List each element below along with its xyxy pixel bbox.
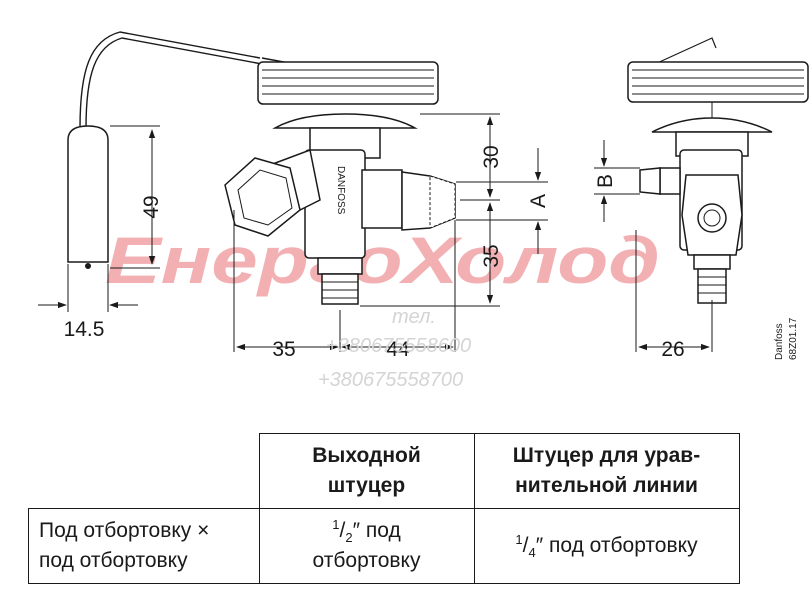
table-header-equalizer: Штуцер для урав-нительной линии	[473, 433, 740, 509]
dim-side-width-label: 26	[661, 338, 684, 361]
watermark-phone-1: +380675558600	[326, 335, 471, 357]
dim-bottom-height-label: 35	[480, 244, 503, 267]
dim-bulb-length-label: 49	[140, 195, 163, 218]
table-cell-equalizer: 1/4″ под отбортовку	[473, 507, 740, 584]
dim-inlet-offset-label: 35	[272, 338, 295, 361]
dim-inlet-offset: 35	[236, 338, 339, 361]
watermark-phone: тел. +380675558600 +380675558700	[318, 306, 471, 391]
dim-vertical: 30 35	[360, 113, 503, 307]
valve-side-view	[627, 37, 809, 304]
sensing-bulb	[67, 125, 109, 269]
dim-side-width: 26	[635, 230, 713, 361]
drawing-code: Danfoss 68Z01.17	[774, 317, 799, 360]
dim-bulb-length: 49	[110, 125, 163, 269]
watermark-phone-2: +380675558700	[318, 369, 463, 391]
dim-bulb-diameter-label: 14.5	[64, 318, 105, 341]
dim-body-width-label: 44	[386, 338, 410, 361]
valve-front-view	[224, 61, 456, 305]
code-line2: 68Z01.17	[788, 317, 799, 360]
watermark: ЕнергоХолод	[105, 223, 660, 297]
table-row-label: Под отбортовку ×под отбортовку	[28, 507, 260, 584]
valve-drawing: ЕнергоХолод 49 14.5	[38, 31, 809, 391]
dim-body-width: 44	[341, 338, 454, 361]
dim-b-label: B	[594, 174, 617, 188]
dim-a: A	[456, 148, 550, 254]
watermark-phone-label: тел.	[392, 306, 436, 328]
svg-text:ЕнергоХолод: ЕнергоХолод	[105, 223, 660, 297]
dim-b: B	[594, 140, 640, 222]
watermark-part-red: ЕнергоХолод	[105, 223, 660, 297]
dim-top-height-label: 30	[480, 145, 503, 168]
dim-a-label: A	[527, 194, 550, 208]
brand-label: DANFOSS	[335, 166, 346, 215]
code-line1: Danfoss	[774, 323, 785, 360]
table-corner	[28, 433, 260, 509]
dim-bulb-diameter: 14.5	[38, 264, 138, 341]
